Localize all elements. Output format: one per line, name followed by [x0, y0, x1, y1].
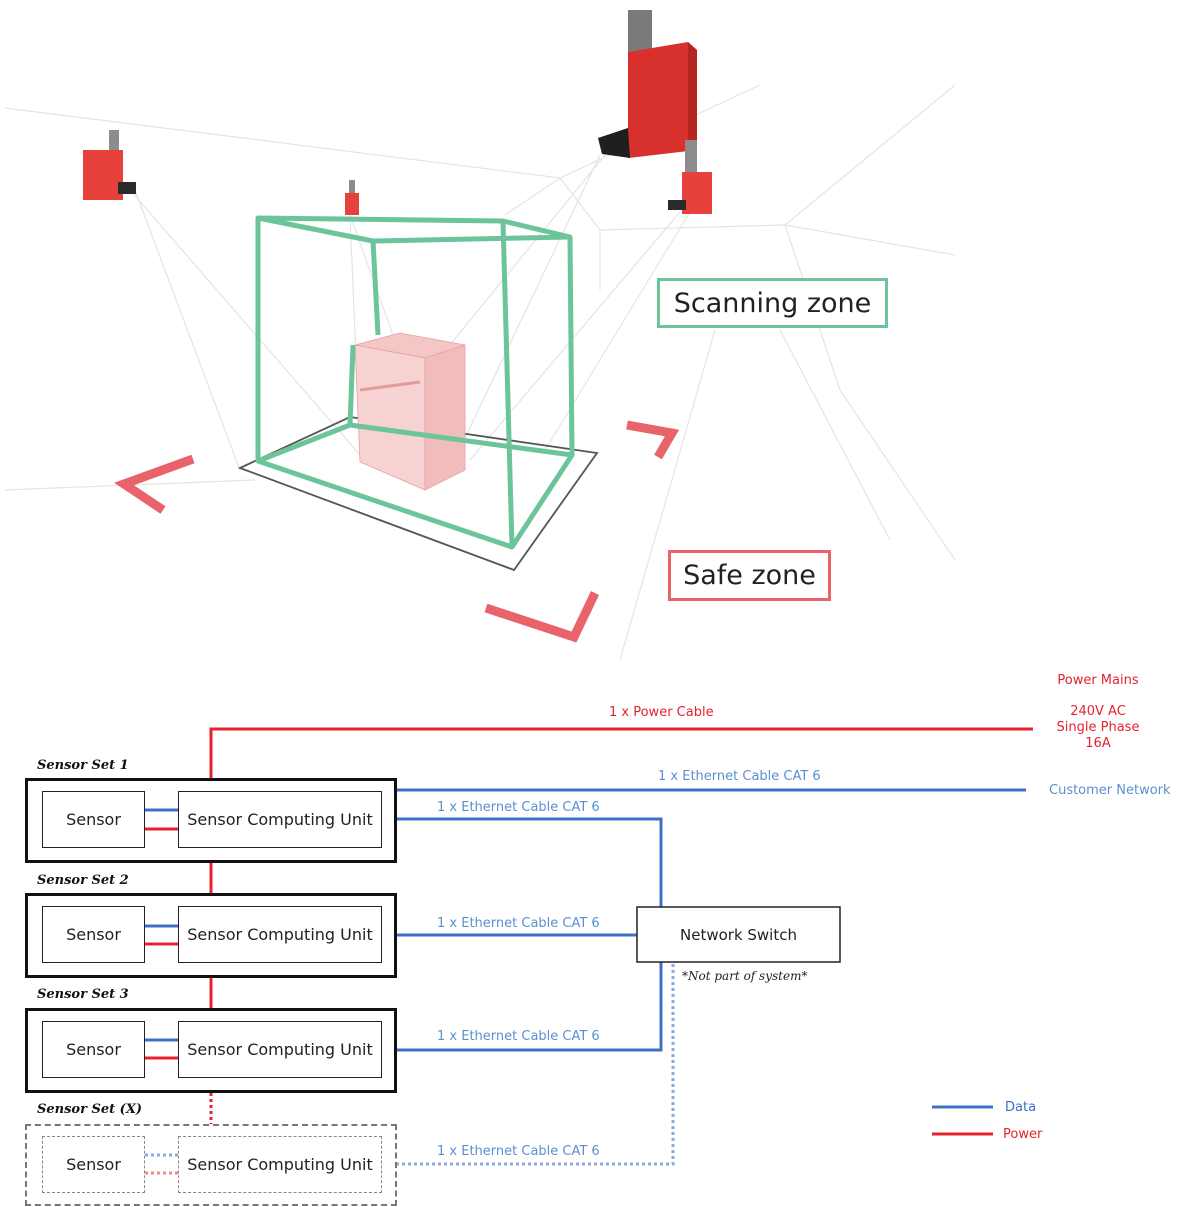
- sensor-set-x-frame: [25, 1124, 397, 1206]
- scanning-zone-cube: [255, 215, 575, 550]
- sensor-set-1-sensor: Sensor: [42, 791, 145, 848]
- sensor-set-1-frame: [25, 778, 397, 863]
- data-cable-set-x: [396, 962, 675, 1166]
- scanning-zone-label: Scanning zone: [657, 278, 888, 328]
- sensor-set-3-frame: [25, 1008, 397, 1093]
- sensor-set-x-title: Sensor Set (X): [37, 1102, 143, 1117]
- safe-zone-label: Safe zone: [668, 550, 831, 601]
- floor-rectangle: [237, 416, 599, 572]
- safe-zone-brackets: [114, 420, 680, 643]
- sensor-set-x-computing-unit: Sensor Computing Unit: [178, 1136, 382, 1193]
- sensor-set-1-ethernet-label: 1 x Ethernet Cable CAT 6: [437, 800, 600, 815]
- sensor-set-2-computing-unit: Sensor Computing Unit: [178, 906, 382, 963]
- sensor-set-1-computing-unit: Sensor Computing Unit: [178, 791, 382, 848]
- legend-data-label: Data: [1005, 1100, 1037, 1115]
- sensor-set-x-ethernet-label: 1 x Ethernet Cable CAT 6: [437, 1144, 600, 1159]
- customer-network-cable-label: 1 x Ethernet Cable CAT 6: [658, 769, 821, 784]
- legend-power-label: Power: [1003, 1127, 1043, 1142]
- sensor-set-2-title: Sensor Set 2: [37, 873, 129, 888]
- power-mains-phase: Single Phase: [1056, 720, 1140, 735]
- scanned-object: [354, 332, 466, 491]
- sensor-set-1-title: Sensor Set 1: [37, 758, 129, 773]
- power-mains-title: Power Mains: [1057, 673, 1139, 688]
- power-cable-label: 1 x Power Cable: [609, 705, 714, 720]
- power-cables: [209, 727, 1033, 1008]
- power-mains-voltage: 240V AC: [1070, 704, 1126, 719]
- network-switch-label: Network Switch: [680, 925, 797, 944]
- data-cables: [396, 788, 1026, 1052]
- sensor-set-3-title: Sensor Set 3: [37, 987, 129, 1002]
- sensor-set-3-ethernet-label: 1 x Ethernet Cable CAT 6: [437, 1029, 600, 1044]
- sensor-main: [598, 10, 712, 214]
- sensor-center: [345, 180, 359, 215]
- sensor-set-2-sensor: Sensor: [42, 906, 145, 963]
- network-switch-box: [636, 906, 841, 963]
- sensor-set-x-sensor: Sensor: [42, 1136, 145, 1193]
- network-switch-note: *Not part of system*: [682, 969, 808, 983]
- legend-lines: [932, 1105, 993, 1136]
- sensor-set-3-computing-unit: Sensor Computing Unit: [178, 1021, 382, 1078]
- sensor-set-2-frame: [25, 893, 397, 978]
- power-mains-current: 16A: [1085, 736, 1111, 751]
- customer-network-label: Customer Network: [1049, 783, 1171, 798]
- sensor-set-3-sensor: Sensor: [42, 1021, 145, 1078]
- sensor-set-2-ethernet-label: 1 x Ethernet Cable CAT 6: [437, 916, 600, 931]
- sensor-left: [83, 130, 136, 200]
- sensor-links: [145, 808, 178, 1175]
